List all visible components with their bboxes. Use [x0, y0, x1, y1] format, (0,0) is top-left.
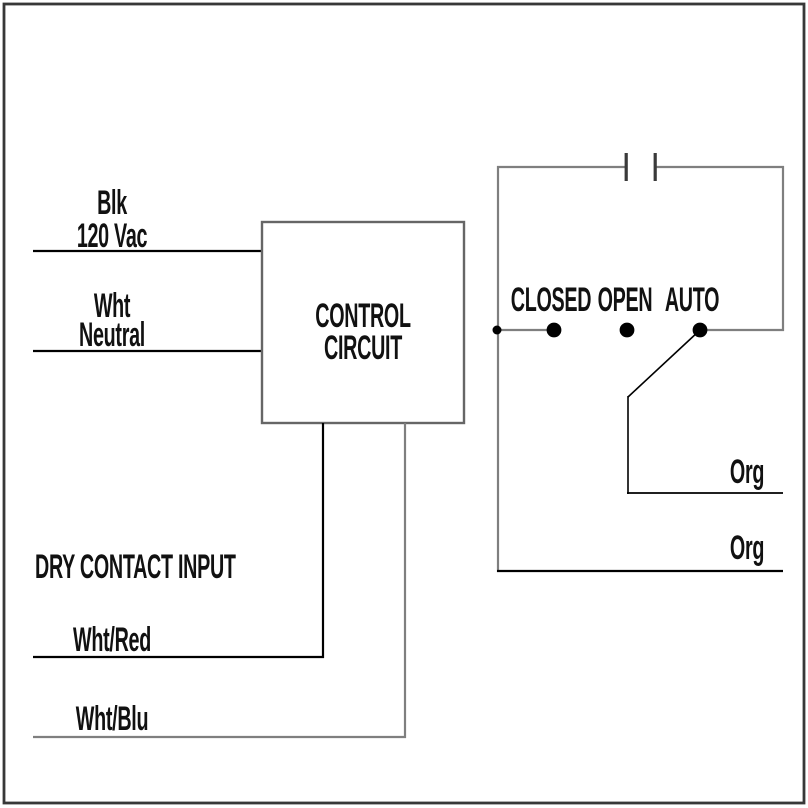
- closed-label: CLOSED: [510, 281, 592, 319]
- dry-contact-heading: DRY CONTACT INPUT: [35, 548, 236, 586]
- control-circuit-label: CONTROL CIRCUIT: [305, 297, 421, 367]
- switch-arm-diagonal: [627, 330, 700, 398]
- open-dot: [619, 322, 635, 338]
- junction-dot: [492, 325, 502, 335]
- closed-dot: [546, 322, 562, 338]
- contact-bar-left: [624, 153, 628, 181]
- auto-label: AUTO: [664, 281, 720, 319]
- control-circuit-label-line2: CIRCUIT: [324, 329, 402, 367]
- org-bottom-label: Org: [729, 529, 765, 567]
- wht-red-label: Wht/Red: [73, 621, 151, 659]
- contact-bar-right: [653, 153, 657, 181]
- neutral-label: Neutral: [79, 316, 145, 354]
- open-label: OPEN: [597, 281, 653, 319]
- wht-label: Wht: [93, 287, 131, 325]
- wht-blu-label: Wht/Blu: [75, 700, 149, 738]
- control-circuit-box: [260, 220, 466, 425]
- blk-label: Blk: [97, 184, 127, 222]
- control-circuit-label-line1: CONTROL: [315, 297, 411, 335]
- org-top-label: Org: [729, 453, 765, 491]
- blk-voltage-label: 120 Vac: [76, 217, 148, 255]
